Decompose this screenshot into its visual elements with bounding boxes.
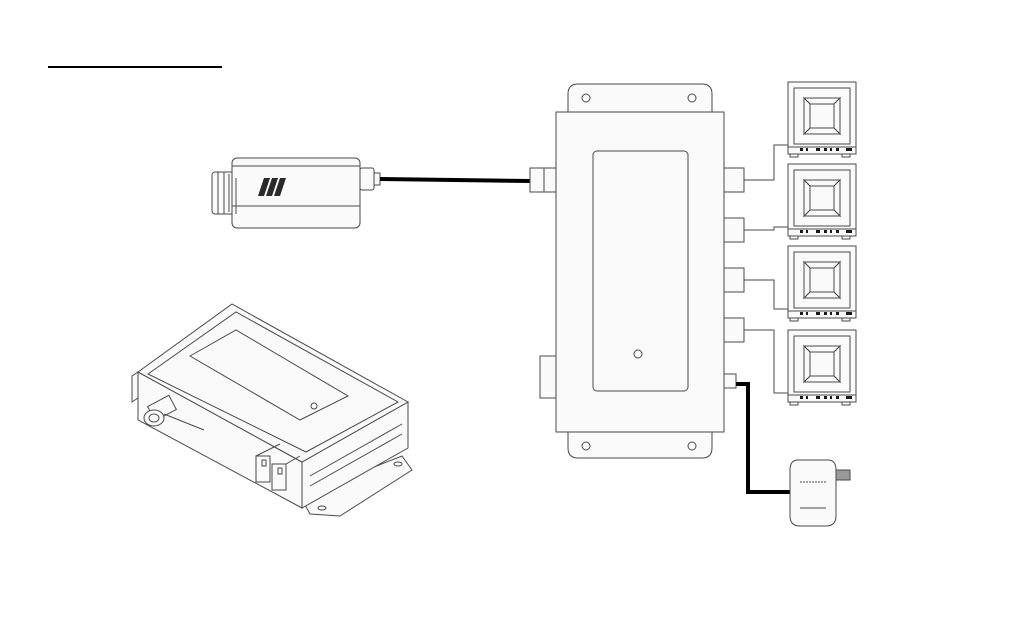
isometric-box-icon: [132, 304, 412, 516]
video-camera-icon: [212, 158, 380, 228]
monitor-icon: [788, 246, 856, 321]
power-cable: [736, 384, 792, 492]
output-wires: [744, 145, 788, 393]
camera-cable: [380, 179, 530, 181]
distribution-amplifier-icon: [530, 84, 744, 458]
wall-plug-icon: [790, 460, 850, 526]
monitor-icon: [788, 330, 856, 405]
monitor-icon: [788, 164, 856, 239]
monitor-icon: [788, 82, 856, 157]
